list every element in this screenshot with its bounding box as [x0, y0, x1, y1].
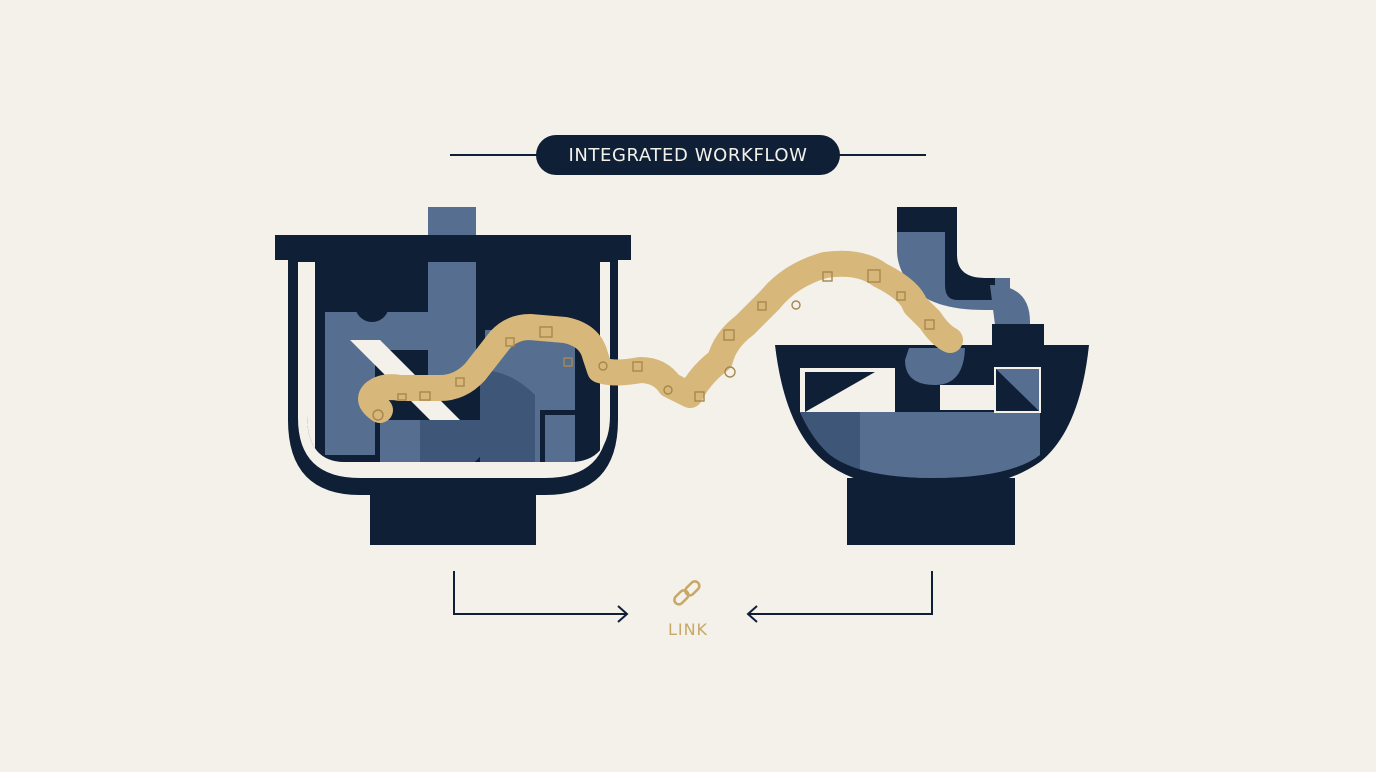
right-base — [847, 478, 1015, 545]
workflow-ribbon — [358, 250, 963, 423]
workflow-title: INTEGRATED WORKFLOW — [536, 135, 840, 175]
right-machine — [775, 207, 1089, 545]
left-base — [370, 495, 536, 545]
link-label: LINK — [667, 620, 709, 639]
chain-link-icon — [673, 580, 701, 606]
link-arrows — [453, 571, 933, 623]
left-lid — [275, 235, 631, 260]
ribbon-icons — [372, 269, 935, 421]
